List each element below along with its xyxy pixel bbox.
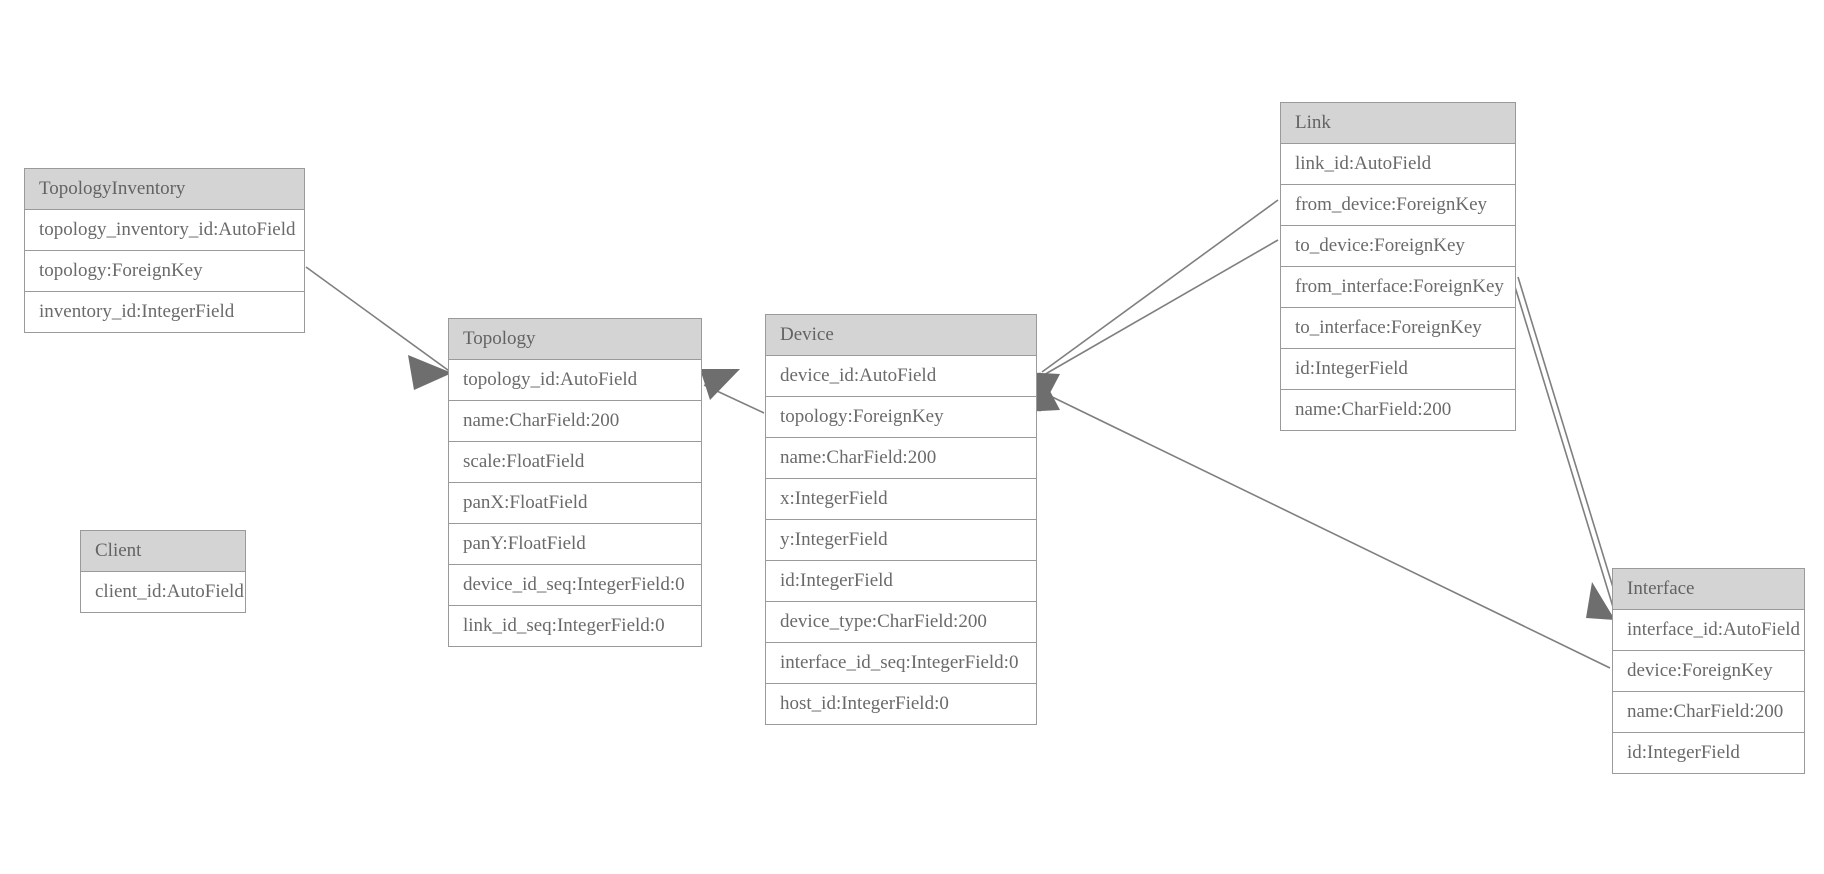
entity-field: device_id_seq:IntegerField:0 xyxy=(449,565,701,606)
entity-field: device:ForeignKey xyxy=(1613,651,1804,692)
entity-field: interface_id:AutoField xyxy=(1613,610,1804,651)
entity-field: panY:FloatField xyxy=(449,524,701,565)
entity-field: to_interface:ForeignKey xyxy=(1281,308,1515,349)
entity-field: x:IntegerField xyxy=(766,479,1036,520)
entity-field: device_id:AutoField xyxy=(766,356,1036,397)
entity-client[interactable]: Client client_id:AutoField xyxy=(80,530,246,613)
entity-field: topology:ForeignKey xyxy=(25,251,304,292)
entity-field: topology:ForeignKey xyxy=(766,397,1036,438)
entity-field: name:CharField:200 xyxy=(1613,692,1804,733)
entity-field: y:IntegerField xyxy=(766,520,1036,561)
entity-field: link_id:AutoField xyxy=(1281,144,1515,185)
arrowhead-topology-right xyxy=(700,369,740,400)
entity-field: to_device:ForeignKey xyxy=(1281,226,1515,267)
edge-link-frominterface-interface xyxy=(1511,276,1614,608)
entity-field: scale:FloatField xyxy=(449,442,701,483)
arrowhead-interface-left xyxy=(1586,582,1615,620)
entity-field: name:CharField:200 xyxy=(449,401,701,442)
entity-field: panX:FloatField xyxy=(449,483,701,524)
entity-field: id:IntegerField xyxy=(1281,349,1515,390)
entity-field: topology_inventory_id:AutoField xyxy=(25,210,304,251)
entity-field: name:CharField:200 xyxy=(1295,399,1452,420)
entity-field: interface_id_seq:IntegerField:0 xyxy=(766,643,1036,684)
entity-field: device_type:CharField:200 xyxy=(766,602,1036,643)
entity-title-link: Link xyxy=(1281,103,1515,144)
edge-interface-device xyxy=(1041,391,1611,669)
entity-field: id:IntegerField xyxy=(1627,742,1740,763)
entity-title-client: Client xyxy=(81,531,245,572)
entity-field: id:IntegerField xyxy=(766,561,1036,602)
entity-title-topologyinventory: TopologyInventory xyxy=(25,169,304,210)
entity-field: link_id_seq:IntegerField:0 xyxy=(463,615,665,636)
entity-title-device: Device xyxy=(766,315,1036,356)
entity-title-topology: Topology xyxy=(449,319,701,360)
entity-field: inventory_id:IntegerField xyxy=(39,301,235,322)
arrowhead-topology-left xyxy=(408,355,452,390)
edge-topologyinventory-topology xyxy=(305,266,453,374)
entity-field: from_interface:ForeignKey xyxy=(1281,267,1515,308)
edge-link-todevice-device xyxy=(1041,239,1279,377)
entity-field: client_id:AutoField xyxy=(95,581,244,602)
edge-link-tointerface-interface xyxy=(1517,276,1620,608)
entity-field: host_id:IntegerField:0 xyxy=(780,693,949,714)
entity-field: topology_id:AutoField xyxy=(449,360,701,401)
edge-device-topology xyxy=(703,384,765,414)
entity-field: name:CharField:200 xyxy=(766,438,1036,479)
entity-field: from_device:ForeignKey xyxy=(1281,185,1515,226)
entity-title-interface: Interface xyxy=(1613,569,1804,610)
edge-link-fromdevice-device xyxy=(1041,199,1279,373)
